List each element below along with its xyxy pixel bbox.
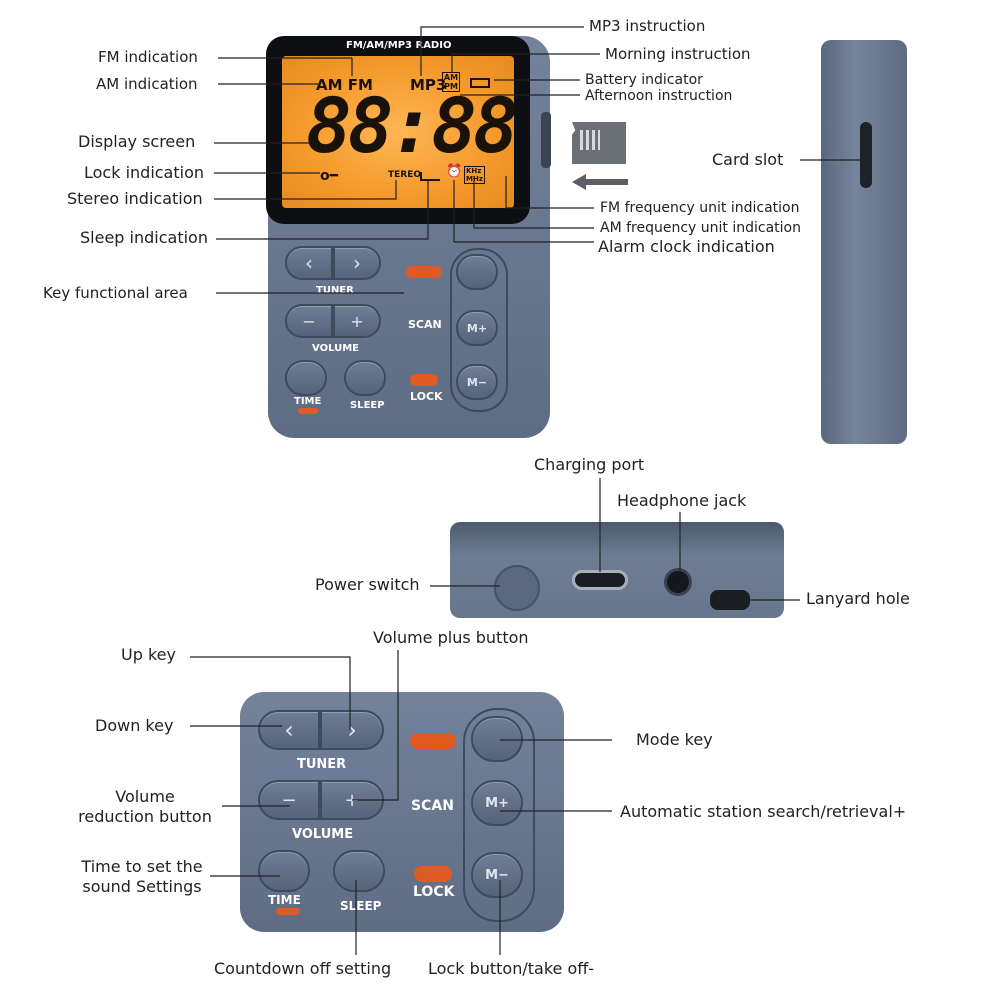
label-charging-port: Charging port [534,455,645,474]
label-auto-search: Automatic station search/retrieval+ [620,802,907,821]
label-battery-indicator: Battery indicator [585,72,703,88]
sleep-label-top: SLEEP [350,400,385,411]
label-mode-key: Mode key [636,730,713,749]
sd-card-contacts [580,130,600,150]
label-display-screen: Display screen [78,132,196,151]
label-key-functional-area: Key functional area [43,284,188,302]
label-headphone-jack: Headphone jack [617,491,747,510]
mminus-key[interactable]: M− [471,852,523,898]
volume-minus-button[interactable]: − [258,780,320,820]
label-sleep-indication: Sleep indication [80,228,208,247]
tuner-label-top: TUNER [316,285,354,296]
side-button [541,112,551,168]
label-lock-indication: Lock indication [84,163,205,182]
mminus-key-top[interactable]: M− [456,364,498,400]
lock-orange-mark [414,866,452,882]
right-key-column [463,708,535,922]
down-key[interactable]: ‹ [258,710,320,750]
tuner-label: TUNER [297,757,347,772]
lock-orange-mark-top [410,374,438,386]
battery-icon [470,78,490,88]
time-orange-mark [276,908,300,915]
label-card-slot: Card slot [712,150,784,169]
scan-label-top: SCAN [408,318,442,331]
am-pm-bottom: PM [444,82,458,91]
lcd-digits: 88:88 [306,81,519,170]
label-afternoon-instruction: Afternoon instruction [585,88,733,104]
lanyard-hole [710,590,750,610]
mplus-key[interactable]: M+ [471,780,523,826]
khz-label: KHz [466,167,482,175]
sleep-label: SLEEP [340,899,382,913]
alarm-clock-icon: ⏰ [446,164,463,179]
label-volume-plus: Volume plus button [373,628,529,647]
stereo-indicator: TEREO [388,170,422,180]
label-lock-button: Lock button/take off- [428,959,595,978]
up-key[interactable]: › [320,710,384,750]
label-time-setting: Time to set the sound Settings [81,857,203,896]
label-power-switch: Power switch [315,575,420,594]
label-am-frequency-unit: AM frequency unit indication [600,220,801,236]
volume-label-top: VOLUME [312,343,359,354]
mp3-indicator: MP3 [410,76,447,94]
label-morning-instruction: Morning instruction [605,45,751,63]
sleep-button[interactable] [333,850,385,892]
lock-label-top: LOCK [410,390,443,403]
label-am-indication: AM indication [96,75,198,93]
mode-key-top[interactable] [456,254,498,290]
down-key-top[interactable]: ‹ [285,246,333,280]
power-switch[interactable] [494,565,540,611]
label-fm-indication: FM indication [98,48,198,66]
khz-mhz-indicator: KHz MHz [464,166,485,184]
time-label-top: TIME [294,396,322,407]
label-countdown-off: Countdown off setting [214,959,392,978]
label-alarm-clock: Alarm clock indication [598,237,775,256]
time-orange-mark-top [298,408,318,414]
mplus-key-top[interactable]: M+ [456,310,498,346]
label-stereo-indication: Stereo indication [67,189,203,208]
label-mp3-instruction: MP3 instruction [589,17,706,35]
volume-label: VOLUME [292,827,354,842]
label-down-key: Down key [95,716,174,735]
lock-label: LOCK [413,884,455,900]
volume-minus-top[interactable]: − [285,304,333,338]
lock-key-icon: o━ [320,168,339,184]
sleep-bed-icon [420,172,440,181]
label-fm-frequency-unit: FM frequency unit indication [600,200,800,216]
sleep-button-top[interactable] [344,360,386,396]
scan-label: SCAN [411,798,454,814]
am-fm-indicator: AM FM [316,76,373,94]
brand-strip: FM/AM/MP3 RADIO [346,40,452,51]
mode-key[interactable] [471,716,523,762]
volume-plus-top[interactable]: + [333,304,381,338]
label-volume-reduction: Volume reduction button [78,787,212,826]
right-key-column-top [450,248,508,412]
time-button-top[interactable] [285,360,327,396]
headphone-jack [664,568,692,596]
mode-orange-mark [410,733,456,749]
time-label: TIME [268,893,301,907]
up-key-top[interactable]: › [333,246,381,280]
radio-side-view [821,40,907,444]
mhz-label: MHz [466,175,483,183]
mode-orange-mark-top [406,266,442,278]
label-lanyard-hole: Lanyard hole [806,589,910,608]
label-up-key: Up key [121,645,176,664]
am-pm-top: AM [443,73,459,82]
volume-plus-button[interactable]: + [320,780,384,820]
charging-port [572,570,628,590]
card-slot [860,122,872,188]
time-button[interactable] [258,850,310,892]
insert-arrow-icon [572,174,628,190]
